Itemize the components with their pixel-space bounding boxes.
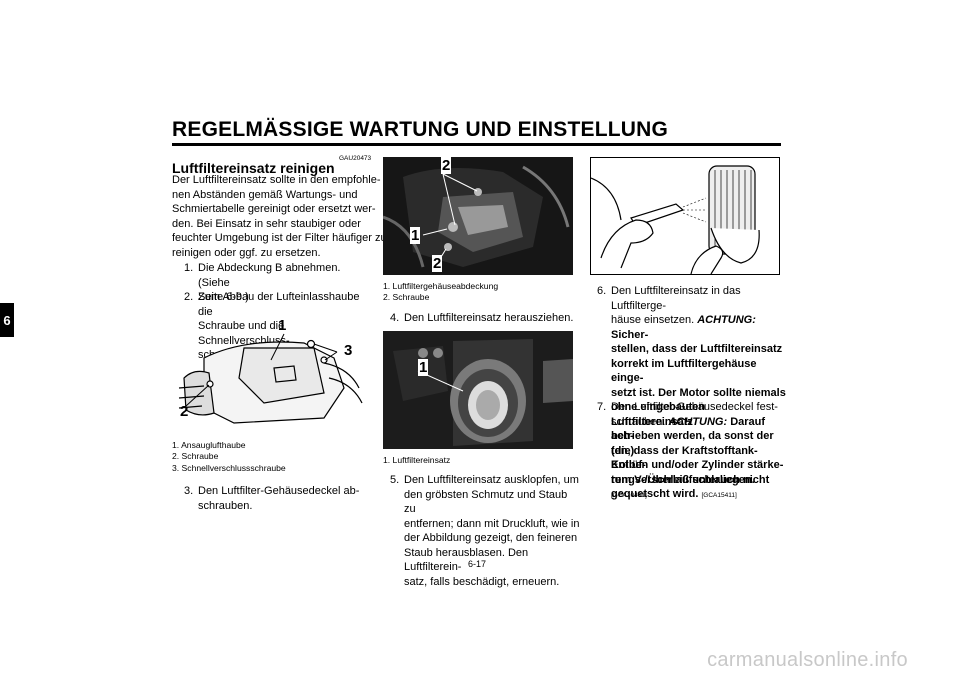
- callout-label: 1: [418, 359, 429, 376]
- caution-label: ACHTUNG:: [697, 314, 756, 326]
- step-number: 7.: [597, 401, 607, 413]
- step-text: schrauben.: [611, 415, 669, 428]
- caption-line: 1. Luftfiltergehäuseabdeckung: [383, 281, 499, 291]
- figure-compressed-air-cleaning: [590, 157, 780, 275]
- figure-2-caption: 1. Luftfiltergehäuseabdeckung 2. Schraub…: [383, 281, 498, 304]
- caution-line: ohne eingebauten Luftfiltereinsatz: [611, 401, 706, 428]
- step-number: 5.: [390, 474, 400, 486]
- watermark: carmanualsonline.info: [707, 649, 908, 671]
- page-number: 6-17: [468, 559, 487, 569]
- section-title: Luftfiltereinsatz reinigen: [172, 160, 335, 176]
- step-line: Die Abdeckung B abnehmen. (Siehe: [198, 262, 341, 289]
- step-number: 1.: [184, 262, 194, 274]
- caution-text: gequetscht wird.: [611, 488, 699, 500]
- step-line: Den Luftfiltereinsatz ausklopfen, um: [404, 474, 579, 486]
- step-line: Seite 6-9.): [198, 291, 249, 303]
- step-line: Zum Abbau der Lufteinlasshaube die: [198, 291, 360, 318]
- caution-line: betrieben werden, da sonst der (die): [611, 430, 774, 457]
- caption-line: 2. Schraube: [172, 451, 219, 462]
- caution-label: ACHTUNG:: [668, 415, 728, 428]
- figure-air-filter-element: 1: [383, 331, 573, 449]
- step-text: häuse einsetzen.: [611, 314, 698, 326]
- filter-case-photo: [383, 157, 573, 275]
- caution-line: tungs-/Überlaufschlauch nicht: [611, 473, 770, 486]
- intro-line: feuchter Umgebung ist der Filter häufige…: [172, 232, 387, 244]
- caption-line: 1. Luftfiltereinsatz: [383, 455, 451, 465]
- step-number: 2.: [184, 291, 194, 303]
- header-rule: [172, 143, 781, 146]
- step-line: Staub herausblasen. Den Luftfilterein-: [404, 546, 529, 574]
- air-intake-illustration: [178, 333, 363, 424]
- figure-air-intake-cover: 1 3 2: [174, 318, 364, 435]
- step-line: entfernen; dann mit Druckluft, wie in: [404, 517, 580, 530]
- step-line: Den Luftfilter-Gehäusedeckel ab-: [198, 485, 360, 497]
- step-line: satz, falls beschädigt, erneuern.: [404, 575, 560, 588]
- callout-label: 2: [432, 255, 443, 272]
- figure-3-caption: 1. Luftfiltereinsatz: [383, 455, 450, 466]
- intro-line: den. Bei Einsatz in sehr staubiger oder: [172, 217, 361, 230]
- caution-line: stellen, dass der Luftfiltereinsatz: [611, 343, 783, 355]
- figure-1-caption: 1. Ansauglufthaube 2. Schraube 3. Schnel…: [172, 440, 286, 474]
- caution-text: Darauf ach-: [611, 415, 766, 443]
- caution-line: rem Verschleiß unterliegen. [GCA10481]: [611, 473, 787, 504]
- page-title: REGELMÄSSIGE WARTUNG UND EINSTELLUNG: [172, 118, 669, 141]
- caution-text: rem Verschleiß unterliegen.: [611, 473, 755, 486]
- step-number: 4.: [390, 312, 400, 324]
- cleaning-illustration: [591, 165, 760, 274]
- intro-line: reinigen oder ggf. zu ersetzen.: [172, 246, 321, 259]
- caution-line: setzt ist. Der Motor sollte niemals: [611, 386, 786, 399]
- caution-text: Sicher-: [611, 328, 649, 341]
- intro-line: Der Luftfiltereinsatz sollte in den empf…: [172, 174, 381, 186]
- caution-line: korrekt im Luftfiltergehäuse einge-: [611, 357, 757, 385]
- chapter-tab: 6: [0, 303, 14, 337]
- figure-air-filter-case-cover: 2 1 2: [383, 157, 573, 275]
- caution-code: [GCA15411]: [701, 492, 737, 499]
- section-code: GAU20473: [339, 155, 372, 162]
- caution-line: Kolben und/oder Zylinder stärke-: [611, 459, 784, 471]
- intro-line: Schmiertabelle gereinigt oder ersetzt we…: [172, 203, 376, 215]
- step-line: den gröbsten Schmutz und Staub zu: [404, 488, 568, 516]
- step-number: 6.: [597, 285, 607, 297]
- step-line: Den Luftfiltereinsatz in das Luftfilterg…: [611, 285, 741, 312]
- caution-line: gequetscht wird. [GCA15411]: [611, 487, 787, 504]
- caption-line: 2. Schraube: [383, 292, 430, 303]
- callout-label: 3: [344, 342, 353, 359]
- callout-label: 1: [278, 318, 287, 334]
- caution-code: [GCA10481]: [611, 492, 647, 499]
- step-line: Den Luftfiltereinsatz herausziehen.: [404, 312, 574, 324]
- step-line: häuse einsetzen. ACHTUNG: Sicher-: [611, 313, 787, 342]
- step-line: der Abbildung gezeigt, den feineren: [404, 532, 578, 544]
- intro-line: nen Abständen gemäß Wartungs- und: [172, 188, 358, 201]
- step-number: 3.: [184, 485, 194, 497]
- caption-line: 3. Schnellverschlussschraube: [172, 462, 286, 473]
- step-line: schrauben.: [198, 499, 253, 512]
- caption-line: 1. Ansauglufthaube: [172, 440, 246, 450]
- filter-element-photo: [383, 331, 573, 449]
- step-line: Den Luftfilter-Gehäusedeckel fest-: [611, 401, 778, 413]
- intro-paragraph: Der Luftfiltereinsatz sollte in den empf…: [172, 173, 387, 260]
- callout-label: 1: [410, 227, 421, 244]
- callout-label: 2: [441, 157, 452, 174]
- caution-line: ten, dass der Kraftstofftank-Entlüf-: [611, 444, 758, 472]
- step-line: schrauben. ACHTUNG: Darauf ach-: [611, 415, 787, 444]
- callout-label: 2: [180, 403, 189, 420]
